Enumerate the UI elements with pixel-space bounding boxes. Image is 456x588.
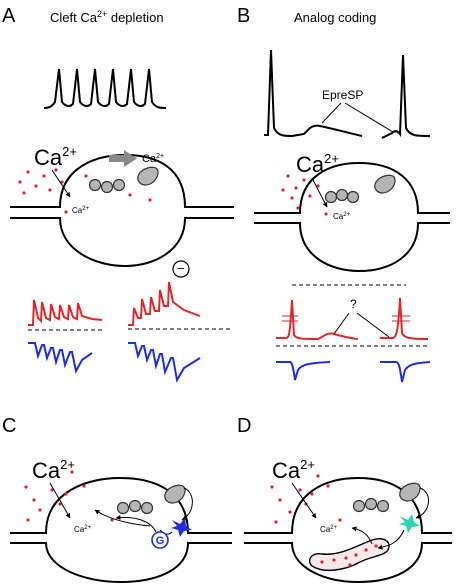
panel-a-label: A xyxy=(2,5,16,27)
calcium-label-inner: Ca2+ xyxy=(72,206,90,215)
terminal-c: Ca2+ Ca2+ G xyxy=(10,457,232,584)
spike-train-a xyxy=(43,68,167,109)
vesicle xyxy=(346,190,360,204)
cleft-calcium-dots xyxy=(24,470,114,522)
vesicle xyxy=(352,499,366,513)
docked-vesicle xyxy=(137,166,159,186)
g-protein-icon xyxy=(151,531,169,549)
postsynaptic-trace-a-right xyxy=(128,342,201,383)
docked-vesicle xyxy=(399,482,421,502)
docked-vesicle xyxy=(374,174,396,194)
panel-c: C Ca2+ Ca2+ G xyxy=(2,415,232,584)
calcium-label-small: Ca2+ xyxy=(142,153,164,165)
presynaptic-trace-a-left xyxy=(28,299,103,326)
terminal-b: Ca2+ Ca2+ xyxy=(254,151,450,273)
panel-a-title: Cleft Ca2+ depletion xyxy=(50,9,164,25)
question-mark: ? xyxy=(350,297,357,311)
terminal-a: Ca2+ Ca2+ Ca2+ xyxy=(10,144,234,268)
panel-b: B Analog coding EpreSP Ca2+ Ca2+ xyxy=(237,5,450,383)
presynaptic-trace-a-right xyxy=(128,281,201,326)
er-calcium-store xyxy=(308,538,390,572)
panel-a: A Cleft Ca2+ depletion Ca2+ Ca2+ Ca2+ xyxy=(2,5,234,383)
store-calcium-dots xyxy=(320,544,378,567)
calcium-label-large: Ca2+ xyxy=(32,457,75,483)
epresp-label: EpreSP xyxy=(322,88,363,102)
inhibition-icon xyxy=(172,260,190,278)
cleft-calcium-dots xyxy=(281,174,328,216)
vesicle xyxy=(324,190,338,204)
spike-trace-b-left xyxy=(264,49,363,138)
docked-vesicle xyxy=(164,484,186,504)
vesicle xyxy=(116,501,130,515)
calcium-label-large: Ca2+ xyxy=(272,457,315,483)
gpcr-receptor xyxy=(171,518,192,537)
calcium-label-large: Ca2+ xyxy=(34,144,77,170)
postsynaptic-trace-b-left xyxy=(276,361,331,381)
calcium-label-large: Ca2+ xyxy=(296,151,339,177)
panel-b-title: Analog coding xyxy=(294,10,376,25)
vesicle xyxy=(128,499,142,513)
spike-trace-b-right xyxy=(381,54,431,139)
inhibition-icon-minus: − xyxy=(177,261,185,276)
terminal-d: Ca2+ Ca2+ xyxy=(244,457,452,584)
g-protein-label: G xyxy=(156,535,165,547)
calcium-label-inner: Ca2+ xyxy=(74,525,92,534)
panel-d: D Ca2+ Ca2+ xyxy=(237,415,452,584)
cleft-calcium-dots xyxy=(18,168,152,214)
vesicle xyxy=(364,497,378,511)
presynaptic-trace-b-right xyxy=(380,297,429,340)
panel-b-label: B xyxy=(237,5,250,27)
vesicle xyxy=(376,499,390,513)
vesicle xyxy=(112,178,126,192)
panel-d-label: D xyxy=(237,415,251,437)
calcium-label-inner: Ca2+ xyxy=(333,212,351,221)
presynaptic-trace-b-left xyxy=(276,299,359,341)
postsynaptic-trace-a-left xyxy=(28,342,93,374)
panel-c-label: C xyxy=(2,415,16,437)
vesicle xyxy=(88,178,102,192)
calcium-label-inner: Ca2+ xyxy=(320,525,338,534)
postsynaptic-trace-b-right xyxy=(380,361,431,383)
vesicle xyxy=(335,188,349,202)
vesicle xyxy=(100,180,114,194)
depletion-arrow xyxy=(109,150,137,167)
cleft-calcium-dots xyxy=(270,474,342,524)
vesicle xyxy=(140,501,154,515)
store-receptor xyxy=(399,514,420,533)
